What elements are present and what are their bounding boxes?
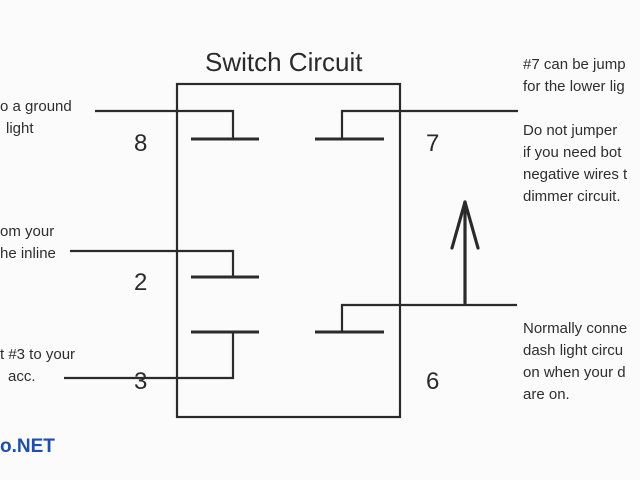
right-note-6-line1: Normally conne — [523, 320, 628, 337]
left-note-ground-line1: o a ground — [0, 98, 72, 115]
right-note-jumper-line2: if you need bot — [523, 144, 622, 161]
right-note-7-line2: for the lower lig — [523, 78, 625, 95]
right-note-6-line2: dash light circu — [523, 342, 624, 359]
diagram-title: Switch Circuit — [205, 47, 363, 77]
terminal-2 — [70, 249, 259, 279]
pin-label-2: 2 — [134, 269, 148, 296]
pin-label-8: 8 — [134, 130, 148, 157]
terminal-3 — [64, 330, 259, 380]
left-note-from-line2: he inline — [0, 245, 56, 262]
pin-label-6: 6 — [426, 368, 440, 395]
pin-label-7: 7 — [426, 130, 440, 157]
left-note-from-line1: om your — [0, 223, 55, 240]
left-note-acc-line2: acc. — [8, 368, 36, 385]
terminal-8 — [95, 109, 259, 141]
right-note-7-line1: #7 can be jump — [523, 56, 626, 73]
watermark-text: o.NET — [0, 436, 55, 457]
pin-label-3: 3 — [134, 368, 148, 395]
right-note-6-line3: on when your d — [523, 364, 626, 381]
left-note-ground-line2: light — [6, 120, 34, 137]
terminal-6 — [315, 303, 517, 334]
right-note-jumper-line3: negative wires t — [523, 166, 628, 183]
right-note-jumper-line4: dimmer circuit. — [523, 188, 621, 205]
right-note-jumper-line1: Do not jumper — [523, 122, 618, 139]
terminal-7 — [315, 109, 518, 141]
left-note-acc-line1: t #3 to your — [0, 346, 76, 363]
up-arrow-icon — [450, 200, 480, 305]
right-note-6-line4: are on. — [523, 386, 570, 403]
